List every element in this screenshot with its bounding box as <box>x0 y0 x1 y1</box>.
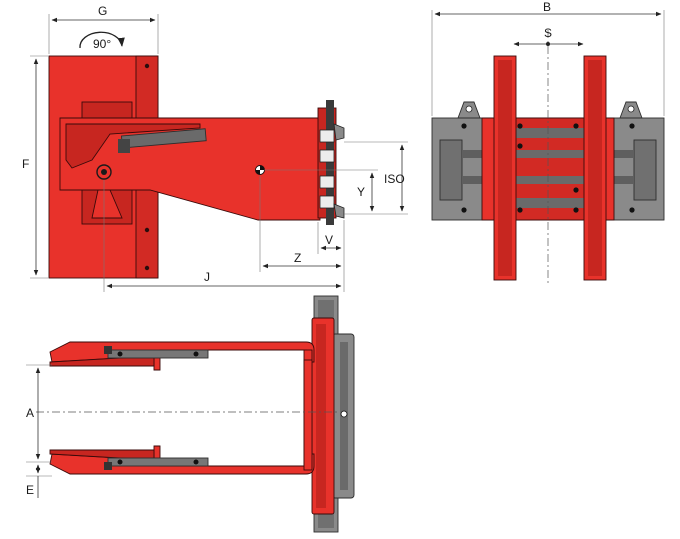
top-view: A E <box>26 295 355 533</box>
dim-label-s: S <box>544 26 552 40</box>
dim-label-iso: ISO <box>384 172 405 186</box>
rotation-arrow <box>79 31 125 49</box>
dim-label-z: Z <box>294 251 301 265</box>
front-view: B S <box>431 0 665 284</box>
dim-label-a: A <box>26 406 34 420</box>
dim-label-j: J <box>204 270 210 284</box>
rotation-label: 90° <box>93 37 111 51</box>
dim-label-b: B <box>543 0 551 14</box>
dim-label-y: Y <box>357 185 365 199</box>
dim-label-v: V <box>325 233 333 247</box>
dim-label-f: F <box>22 157 29 171</box>
dim-label-g: G <box>98 4 107 18</box>
side-view: 90° G F J Z V Y ISO <box>22 4 408 292</box>
dim-label-e: E <box>26 483 34 497</box>
